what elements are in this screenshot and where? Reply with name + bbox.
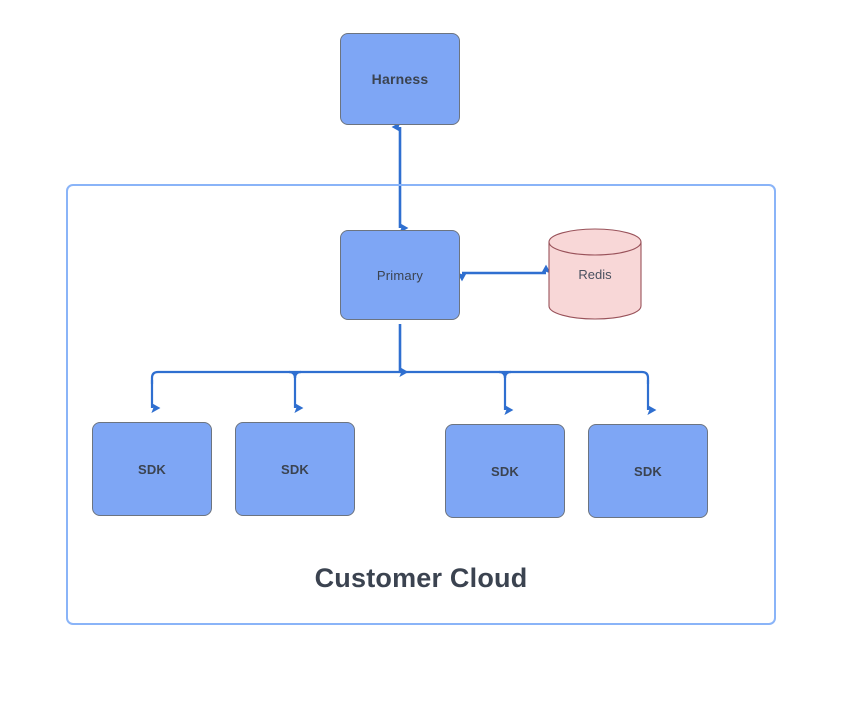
node-sdk-4-label: SDK <box>633 463 663 479</box>
node-sdk-2[interactable]: SDK <box>235 422 355 516</box>
node-sdk-2-label: SDK <box>280 461 310 477</box>
node-sdk-1[interactable]: SDK <box>92 422 212 516</box>
node-sdk-3-label: SDK <box>490 463 520 479</box>
customer-cloud-boundary <box>66 184 776 625</box>
node-harness-label: Harness <box>371 71 429 87</box>
node-sdk-4[interactable]: SDK <box>588 424 708 518</box>
node-primary-label: Primary <box>376 267 424 283</box>
node-sdk-3[interactable]: SDK <box>445 424 565 518</box>
customer-cloud-title: Customer Cloud <box>314 563 528 593</box>
cylinder-icon <box>548 228 642 320</box>
node-sdk-1-label: SDK <box>137 461 167 477</box>
node-redis[interactable]: Redis <box>548 228 642 320</box>
node-harness[interactable]: Harness <box>340 33 460 125</box>
node-primary[interactable]: Primary <box>340 230 460 320</box>
